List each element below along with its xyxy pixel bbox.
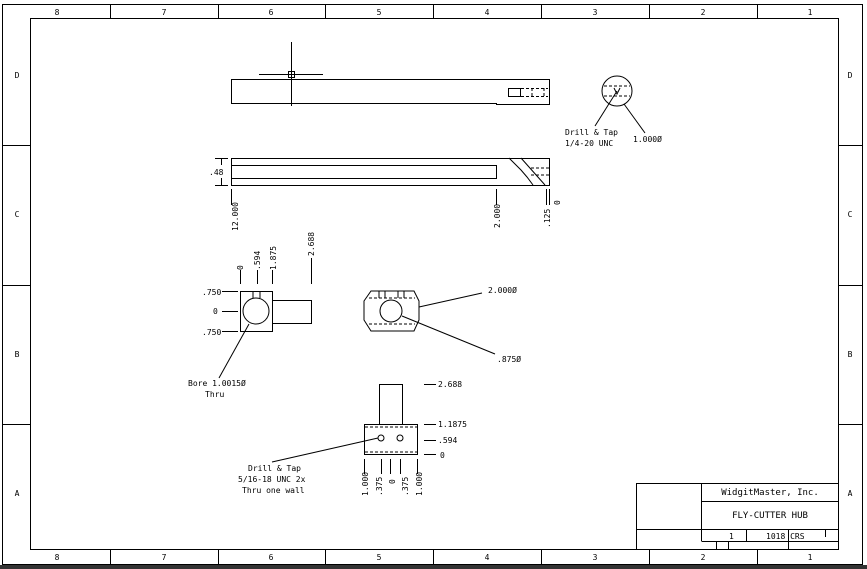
inner-diameter-label: .875Ø [497,354,521,364]
tap-note-line1: Drill & Tap [565,128,618,137]
zone-col-bottom: 3 [593,553,598,562]
hub-top-view: 2.688 1.1875 .594 0 1.000 .375 0 .375 1.… [238,380,467,496]
arm-side-view: .48 12.000 2.000 .125 0 [209,157,562,231]
zone-row-left: C [15,210,20,219]
inner-frame [30,18,839,550]
right-dim: 1.1875 [438,420,467,429]
right-dim: 2.688 [438,380,462,389]
zone-row-left: B [15,350,20,359]
zone-col-top: 3 [593,8,598,17]
drawing-title: FLY-CUTTER HUB [732,511,808,521]
zone-labels: 8 7 6 5 4 3 2 1 8 7 6 5 4 3 2 1 D C B A … [15,8,853,562]
left-dim: .750 [202,328,221,337]
top-dim: 0 [236,265,245,270]
zone-col-top: 8 [55,8,60,17]
zone-row-right: A [848,489,853,498]
bottom-strip [0,565,867,569]
bottom-dim: .375 [401,477,410,496]
diameter-label: 1.000Ø [633,134,662,144]
bottom-dim: .375 [375,477,384,496]
top-dim: .594 [253,251,262,270]
right-dim: .594 [438,436,457,445]
dim-12000: 12.000 [231,202,240,231]
bore-note-thru: Thru [205,390,224,399]
zone-col-top: 4 [485,8,490,17]
zone-col-bottom: 1 [808,553,813,562]
size-value: 1 [729,532,734,541]
tap-note-line2: 5/16-18 UNC 2x [238,475,306,484]
dim-zero: 0 [553,200,562,205]
left-dim: 0 [213,307,218,316]
zone-row-left: A [15,489,20,498]
bottom-dim: 0 [388,479,397,484]
tap-note-line2: 1/4-20 UNC [565,139,613,148]
zone-col-top: 7 [162,8,167,17]
zone-col-bottom: 7 [162,553,167,562]
zone-row-left: D [15,71,20,80]
dim-125: .125 [543,209,552,228]
right-dim: 0 [440,451,445,460]
zone-col-top: 2 [701,8,706,17]
tap-note-line3: Thru one wall [242,486,305,495]
thickness-dim: .48 [209,168,224,177]
zone-col-bottom: 5 [377,553,382,562]
bottom-dim: 1.000 [361,472,370,496]
top-dim: 2.688 [307,232,316,256]
zone-row-right: B [848,350,853,359]
outer-diameter-label: 2.000Ø [488,285,517,295]
tap-note-line1: Drill & Tap [248,464,301,473]
top-dim: 1.875 [269,246,278,270]
title-block: WidgitMaster, Inc. FLY-CUTTER HUB 1 1018… [636,483,839,550]
hub-end-view: 2.000Ø .875Ø [363,285,521,364]
hub-front-view: 0 .594 1.875 2.688 .750 0 .750 Bore 1.00… [188,232,316,399]
zone-col-bottom: 2 [701,553,706,562]
material-value: 1018 CRS [766,532,805,541]
zone-col-top: 5 [377,8,382,17]
dim-2000: 2.000 [493,204,502,228]
zone-dividers [3,4,862,565]
company-name: WidgitMaster, Inc. [721,488,819,498]
zone-col-bottom: 4 [485,553,490,562]
bore-note: Bore 1.0015Ø [188,378,246,388]
zone-col-bottom: 8 [55,553,60,562]
arm-end-view: Drill & Tap 1/4-20 UNC 1.000Ø [565,75,662,148]
zone-col-top: 1 [808,8,813,17]
arm-top-view [231,79,550,105]
zone-col-bottom: 6 [269,553,274,562]
bottom-dim: 1.000 [415,472,424,496]
zone-row-right: D [848,71,853,80]
outer-frame [2,4,863,565]
zone-row-right: C [848,210,853,219]
left-dim: .750 [202,288,221,297]
zone-col-top: 6 [269,8,274,17]
cad-crosshair-cursor[interactable] [259,42,323,106]
